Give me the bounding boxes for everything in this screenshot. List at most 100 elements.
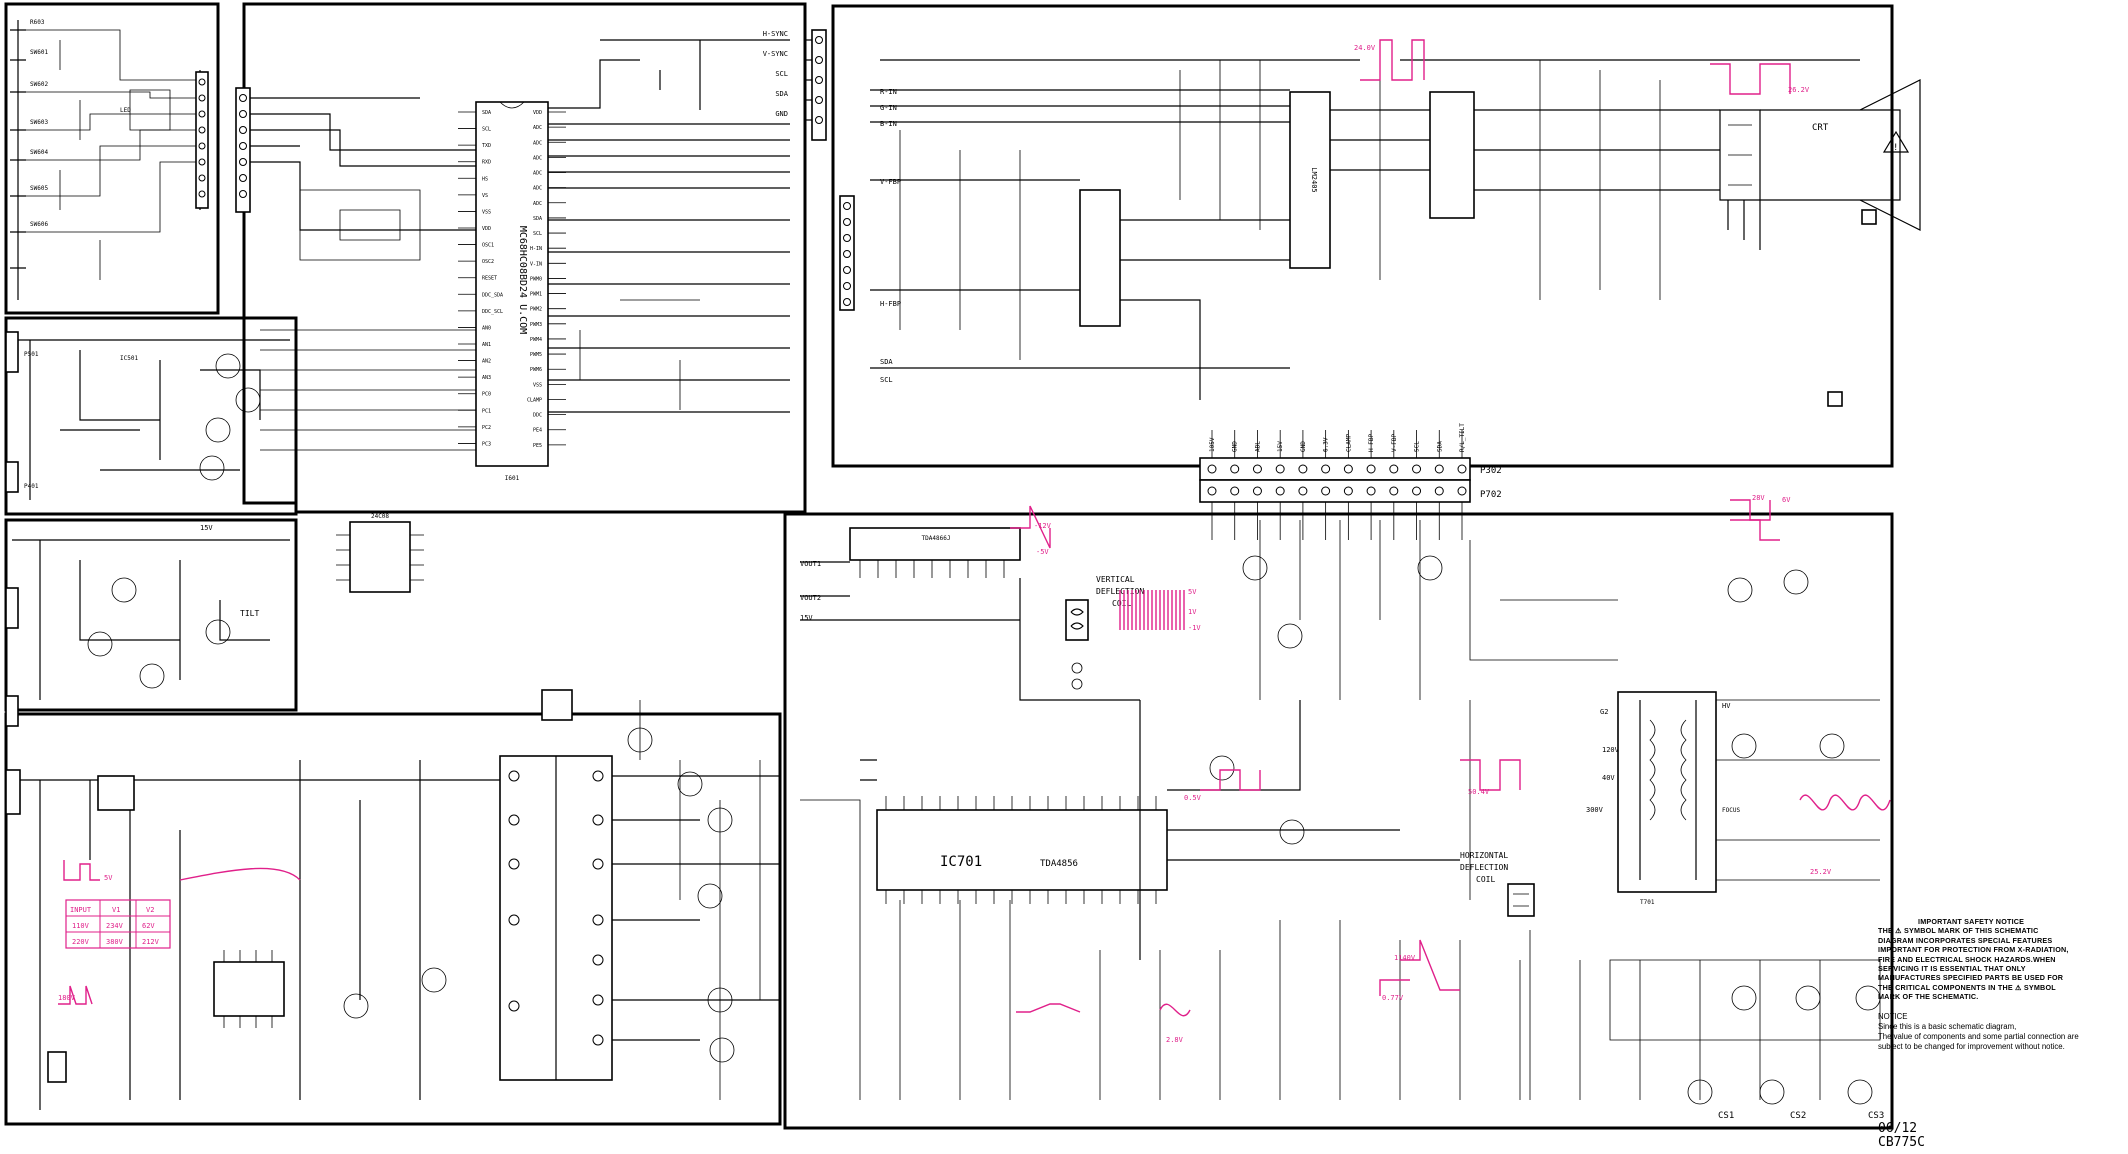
svg-text:SW602: SW602: [30, 81, 48, 88]
svg-text:5V: 5V: [104, 874, 113, 882]
p302-pin-label: GND: [1300, 441, 1307, 452]
svg-text:1140V: 1140V: [1394, 954, 1416, 962]
svg-text:0.5V: 0.5V: [1184, 794, 1202, 802]
micom-pin-label: VSS: [533, 382, 542, 388]
svg-text:V-SYNC: V-SYNC: [763, 50, 788, 58]
stamp-date: 06/12: [1878, 1121, 1918, 1136]
flyback-transformer: HV G2 40V 300V 120V FOCUS T701: [1586, 691, 1740, 906]
horizontal-deflection-coil: HORIZONTAL DEFLECTION COIL: [1460, 851, 1535, 917]
safety-notice: IMPORTANT SAFETY NOTICE THE ⚠ SYMBOL MAR…: [1878, 917, 2123, 1052]
svg-text:SW604: SW604: [30, 149, 48, 156]
crt-label: CRT: [1812, 123, 1829, 133]
micom-pin-label: PE5: [533, 443, 542, 449]
p302-pin: [1434, 464, 1444, 474]
osd-ic: [1079, 189, 1121, 327]
focus-label: FOCUS: [1722, 807, 1740, 814]
micom-pin-label: PWM0: [530, 276, 542, 282]
warning-triangle-icon: [1882, 130, 1910, 153]
svg-text:SDA: SDA: [880, 358, 893, 366]
v-ic-label: TDA4866J: [922, 535, 951, 542]
pwm-controller-ic: [213, 961, 285, 1017]
cs1-label: CS1: [1718, 1111, 1734, 1121]
p302-pin-label: 6.3V: [1323, 437, 1330, 452]
micom-pin-label: VDD: [533, 110, 542, 116]
p302-pin-label: V-FBP: [1391, 434, 1398, 452]
svg-text:26.2V: 26.2V: [1788, 86, 1810, 94]
micom-ref-label: I601: [505, 475, 520, 482]
micom-pin-label: SCL: [482, 127, 491, 133]
micom-pin-label: ADC: [533, 155, 542, 161]
p302-pin-label: SDA: [1436, 441, 1443, 452]
p302-pin: [1275, 464, 1285, 474]
tilt-label: TILT: [240, 609, 259, 618]
p302-pins: [1207, 430, 1467, 540]
svg-text:25.2V: 25.2V: [1810, 868, 1832, 876]
p302-pin: [1366, 464, 1376, 474]
rgb-input-labels: R-IN G-IN B-IN V-FBP H-FBP SDA SCL: [880, 88, 901, 384]
svg-text:G-IN: G-IN: [880, 104, 897, 112]
audio-circuit: P501 P401 IC501: [5, 331, 290, 500]
svg-text:62V: 62V: [142, 922, 155, 930]
p702-pin: [1389, 486, 1399, 496]
micom-pin-label: ADC: [533, 125, 542, 131]
micom-signal-labels: H-SYNC V-SYNC SCL SDA GND: [763, 30, 789, 118]
video-amp-label: LM2405: [1310, 167, 1318, 192]
p302-pin: [1230, 464, 1240, 474]
micom-ic: MC68HC08BD24 U.COM I601: [475, 101, 549, 482]
micom-right-pins: VDDADCADCADCADCADCADCSDASCLH-INV-INPWM0P…: [527, 110, 566, 449]
p702-pin: [1457, 486, 1467, 496]
micom-part-label: MC68HC08BD24 U.COM: [517, 226, 528, 334]
safety-title: IMPORTANT SAFETY NOTICE: [1918, 917, 2025, 926]
h-coil-label-1: HORIZONTAL: [1460, 851, 1508, 860]
micom-pin-label: PC1: [482, 408, 491, 414]
svg-text:SW601: SW601: [30, 49, 48, 56]
svg-text:6V: 6V: [1782, 496, 1791, 504]
micom-pin-label: RXD: [482, 160, 491, 166]
micom-left-pins: SDASCLTXDRXDHSVSVSSVDDOSC1OSC2RESETDDC_S…: [458, 110, 503, 447]
svg-text:H-SYNC: H-SYNC: [763, 30, 788, 38]
svg-text:180V: 180V: [58, 994, 76, 1002]
micom-pin-label: V-IN: [530, 261, 542, 267]
deflection-wiring: [800, 520, 1881, 1105]
svg-text:-5V: -5V: [1036, 548, 1049, 556]
p302-pin-label: SCL: [1414, 441, 1421, 452]
p702-pin: [1321, 486, 1331, 496]
audio-block: [4, 316, 298, 516]
micom-pin-label: PWM1: [530, 292, 542, 298]
micom-pin-label: H-IN: [530, 246, 542, 252]
front-panel-block: [4, 2, 220, 315]
micom-pin-label: RESET: [482, 276, 497, 282]
p702-pin: [1298, 486, 1308, 496]
crt-tube: CRT !: [1719, 79, 1921, 407]
svg-text:V-FBP: V-FBP: [880, 178, 901, 186]
p302-pin: [1207, 464, 1217, 474]
micom-wiring: 24C08: [250, 39, 790, 593]
crt-board-block: [831, 4, 1894, 468]
svg-text:SCL: SCL: [880, 376, 893, 384]
p302-pin: [1412, 464, 1422, 474]
video-amp-ic: [1289, 91, 1331, 269]
h-ic-ref: IC701: [940, 854, 982, 870]
revision-stamp: 06/12 CB775C: [1878, 1122, 1925, 1150]
p302-pin-label: GND: [1232, 441, 1239, 452]
front-panel-switches: R603 SW601 SW602 SW603 SW604 SW605 SW606…: [10, 19, 209, 300]
svg-text:220V: 220V: [72, 938, 90, 946]
p702-pin: [1230, 486, 1240, 496]
svg-text:R-IN: R-IN: [880, 88, 897, 96]
hv-label: HV: [1722, 702, 1731, 710]
svg-text:24.0V: 24.0V: [1354, 44, 1376, 52]
front-panel-connector: [235, 87, 251, 213]
deflection-block: [783, 512, 1894, 1130]
micom-pin-label: AN3: [482, 375, 491, 381]
eeprom-ic: [349, 521, 411, 593]
voltage-table: INPUT V1 V2 110V 234V 62V 220V 380V 212V: [65, 899, 171, 949]
svg-text:-12V: -12V: [1034, 522, 1052, 530]
p302-pin-label: CLAMP: [1345, 434, 1352, 452]
v-coil-label-1: VERTICAL: [1096, 575, 1135, 584]
micom-pin-label: PWM5: [530, 352, 542, 358]
horizontal-ic: IC701 TDA4856: [876, 809, 1168, 891]
svg-text:-1V: -1V: [1188, 624, 1201, 632]
svg-text:IC501: IC501: [120, 355, 138, 362]
p702-pin: [1366, 486, 1376, 496]
